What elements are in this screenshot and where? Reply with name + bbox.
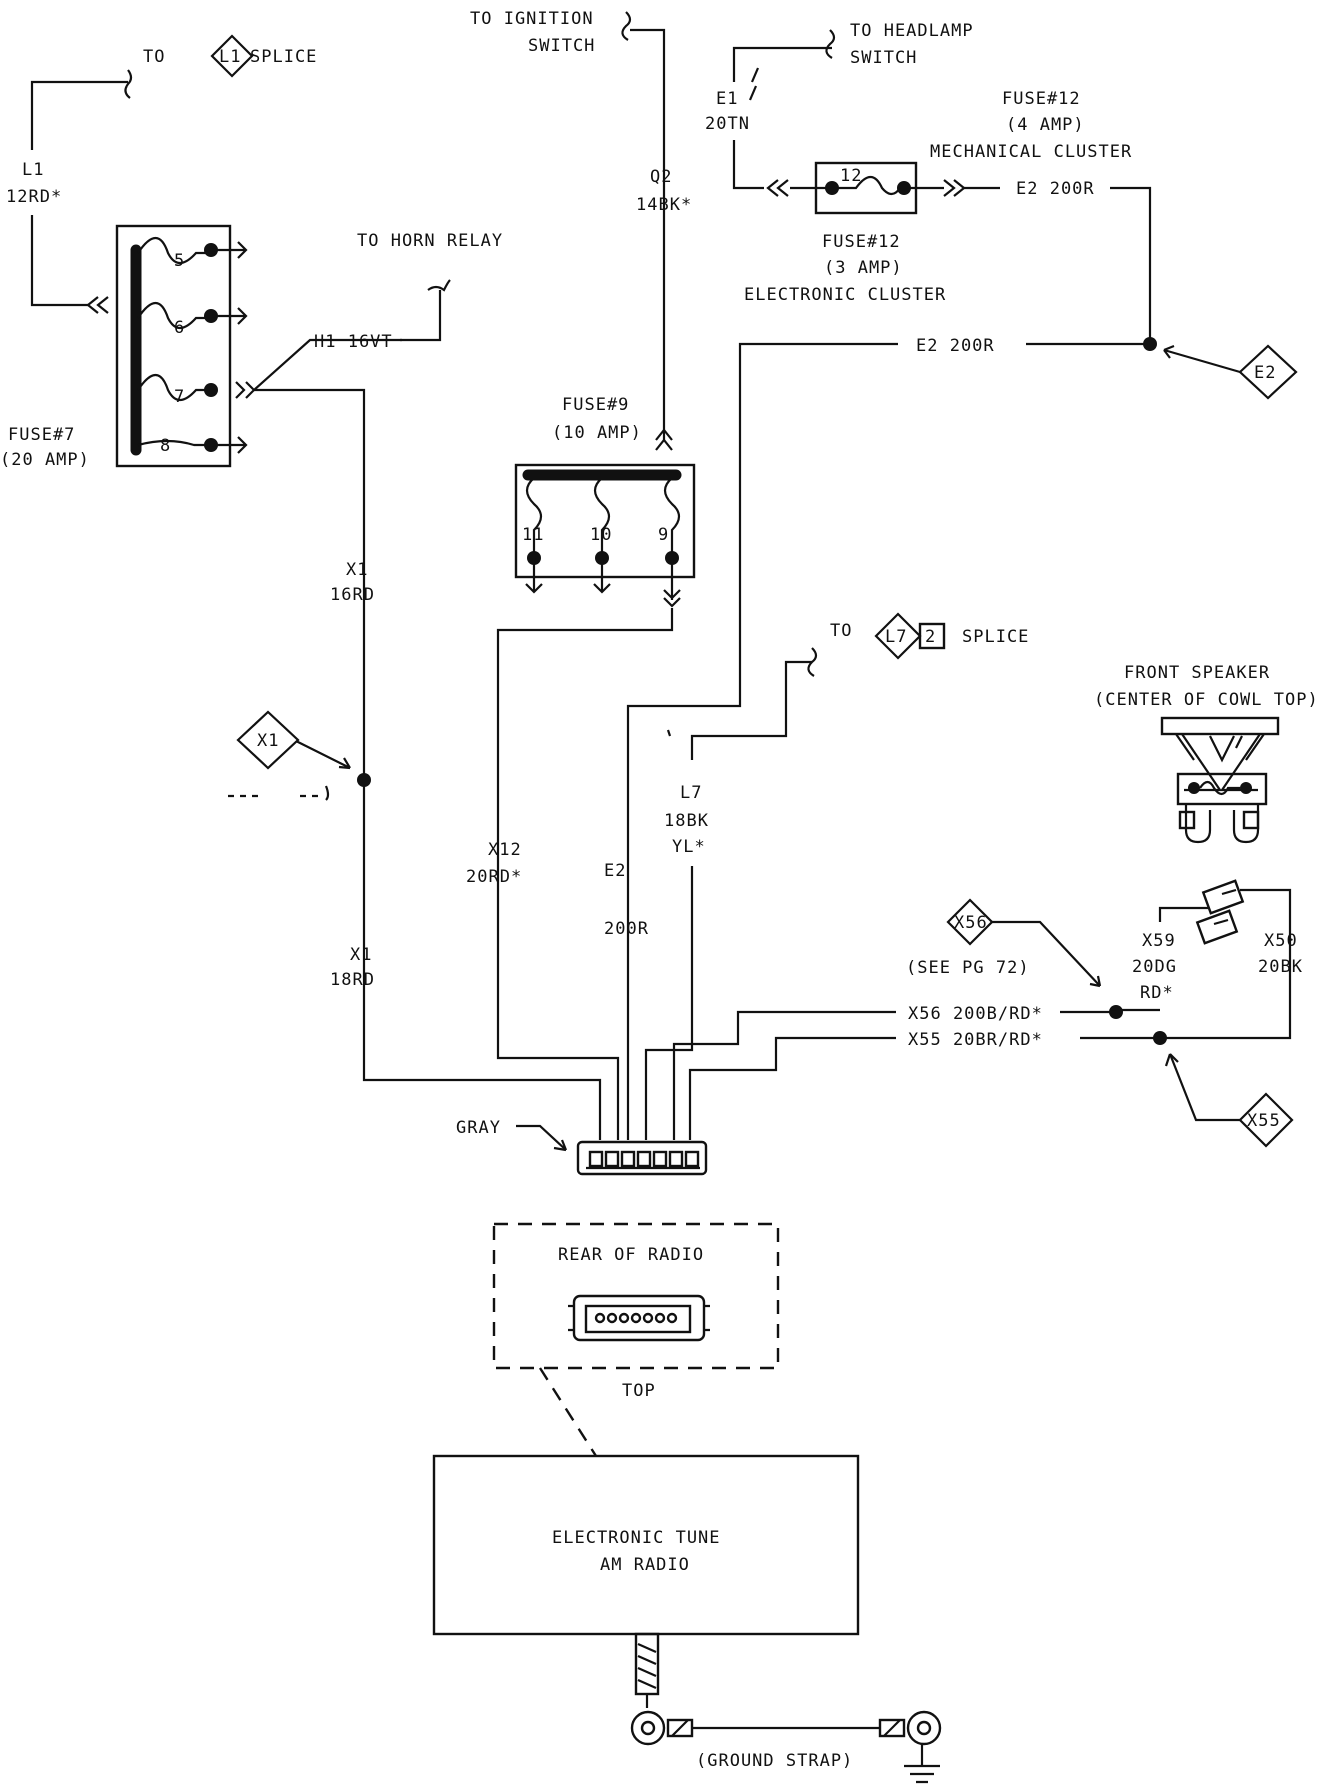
to-l1-splice-callout: TO L1 SPLICE: [30, 34, 317, 150]
fuse-9-cavity-11: 11: [522, 525, 544, 545]
e2-wire: E2 200R E2 E2 200R: [604, 336, 1298, 1140]
see-page-reference: (SEE PG 72): [906, 958, 1030, 978]
x1-splice-dot: [357, 773, 371, 787]
am-radio: ELECTRONIC TUNE AM RADIO: [432, 1454, 860, 1636]
front-speaker-location: (CENTER OF COWL TOP): [1094, 690, 1319, 710]
headlamp-switch-callout: TO HEADLAMP SWITCH E1 20TN: [705, 21, 974, 197]
x12-wire-id: X12: [488, 840, 522, 860]
x56-diamond-label: X56: [954, 913, 988, 933]
x1-lower-color: 18RD: [330, 970, 375, 990]
x55-wire-label: X55 20BR/RD*: [908, 1030, 1043, 1050]
fuse-7-box: [115, 224, 232, 468]
h1-horn-relay-wire: TO HORN RELAY H1 16VT: [253, 231, 503, 391]
x50-wire-color: 20BK: [1258, 957, 1303, 977]
x1-upper-color: 16RD: [330, 585, 375, 605]
ground-strap: (GROUND STRAP): [630, 1632, 942, 1784]
fuse-12-inline: FUSE#12 (4 AMP) MECHANICAL CLUSTER 12 E2…: [744, 89, 1152, 344]
fuse-7-cavity-6: 6: [174, 318, 185, 338]
to-headlamp-label: TO HEADLAMP: [850, 21, 974, 41]
to-horn-relay-label: TO HORN RELAY: [357, 231, 503, 251]
fuse-12-mech-rating: (4 AMP): [1006, 115, 1085, 135]
e2-wire-top-label: E2 200R: [1016, 179, 1095, 199]
to-l7-label: TO: [830, 621, 852, 641]
fuse-9-cavity-10: 10: [590, 525, 612, 545]
gray-connector: GRAY: [456, 1118, 708, 1176]
rear-of-radio-view: REAR OF RADIO TOP: [492, 1222, 780, 1457]
x1-splice-diamond[interactable]: [236, 710, 300, 770]
e1-wire-id: E1: [716, 89, 738, 109]
l7-diamond-label: L7: [885, 627, 907, 647]
front-speaker: FRONT SPEAKER (CENTER OF COWL TOP): [1094, 663, 1319, 844]
x55-splice-diamond[interactable]: [1238, 1092, 1294, 1148]
x12-wire: X12 20RD*: [466, 608, 674, 1140]
rear-of-radio-label: REAR OF RADIO: [558, 1245, 704, 1265]
radio-title: ELECTRONIC TUNE: [552, 1528, 721, 1548]
q2-wire-color: 14BK*: [636, 195, 692, 215]
speaker-leads: X59 20DG RD* X50 20BK: [1112, 879, 1303, 1040]
ground-strap-label: (GROUND STRAP): [696, 1751, 853, 1771]
h1-wire-label: H1 16VT: [314, 332, 393, 352]
l7-splice-callout: TO L7 2 SPLICE L7 18BK YL*: [644, 612, 1029, 1140]
fuse-7-cavity-7: 7: [174, 387, 185, 407]
fuse-12-cavity-12: 12: [840, 166, 862, 186]
fuse-9-title: FUSE#9: [562, 395, 629, 415]
l7-wire-stripe: YL*: [672, 837, 706, 857]
l1-wire-color: 12RD*: [6, 187, 62, 207]
fuse-12-elec-label: ELECTRONIC CLUSTER: [744, 285, 946, 305]
to-label: TO: [143, 47, 165, 67]
x1-upper-id: X1: [346, 560, 368, 580]
x50-wire-id: X50: [1264, 931, 1298, 951]
top-label: TOP: [622, 1381, 656, 1401]
fuse-9-block: FUSE#9 (10 AMP) 11 10 9: [514, 395, 696, 608]
x55-diamond-label: X55: [1247, 1111, 1281, 1131]
fuse-7-rating: (20 AMP): [0, 450, 90, 470]
x59-wire-stripe: RD*: [1140, 983, 1174, 1003]
ignition-switch-label: SWITCH: [528, 36, 595, 56]
front-speaker-title: FRONT SPEAKER: [1124, 663, 1270, 683]
fuse-9-rating: (10 AMP): [552, 423, 642, 443]
gray-connector-body: [576, 1140, 708, 1176]
e2-lower-id: E2: [604, 861, 626, 881]
to-ignition-label: TO IGNITION: [470, 9, 594, 29]
q2-wire-id: Q2: [650, 167, 672, 187]
x56-wire-label: X56 200B/RD*: [908, 1004, 1043, 1024]
e2-diamond-label: E2: [1254, 363, 1276, 383]
e1-wire-color: 20TN: [705, 114, 750, 134]
l1-wire: L1 12RD*: [6, 160, 109, 314]
x56-x55-wires: X56 (SEE PG 72) X56 200B/RD* X55 20BR/RD…: [672, 898, 1294, 1148]
l7-connector-number: 2: [925, 627, 936, 647]
l7-wire-id: L7: [680, 783, 702, 803]
fuse-7-cavity-5: 5: [174, 251, 185, 271]
x12-wire-color: 20RD*: [466, 867, 522, 887]
fuse-12-elec-rating: (3 AMP): [824, 258, 903, 278]
ignition-switch-callout: TO IGNITION SWITCH Q2 14BK*: [470, 9, 692, 451]
l1-diamond-label: L1: [219, 47, 241, 67]
fuse-7-block: 5 6 7 8 FUSE#7 (20 AMP): [0, 224, 256, 470]
l7-wire-color: 18BK: [664, 811, 709, 831]
fuse-12-mech-label: MECHANICAL CLUSTER: [930, 142, 1132, 162]
splice-label: SPLICE: [250, 47, 317, 67]
fuse-12-elec-title: FUSE#12: [822, 232, 901, 252]
l1-splice-diamond[interactable]: [210, 34, 254, 78]
headlamp-switch-label: SWITCH: [850, 48, 917, 68]
e2-splice-diamond[interactable]: [1238, 344, 1298, 400]
fuse-9-box: [514, 463, 696, 579]
x1-lower-id: X1: [350, 945, 372, 965]
x1-diamond-label: X1: [257, 731, 279, 751]
x59-wire-color: 20DG: [1132, 957, 1177, 977]
fuse-7-title: FUSE#7: [8, 425, 75, 445]
fuse-7-cavity-8: 8: [160, 436, 171, 456]
e2-wire-mid-label: E2 200R: [916, 336, 995, 356]
l7-splice-label: SPLICE: [962, 627, 1029, 647]
l1-wire-id: L1: [22, 160, 44, 180]
radio-type: AM RADIO: [600, 1555, 690, 1575]
x1-wire: X1 16RD X1 18RD X1: [228, 388, 602, 1140]
fuse-12-mech-title: FUSE#12: [1002, 89, 1081, 109]
e2-lower-color: 200R: [604, 919, 649, 939]
gray-connector-label: GRAY: [456, 1118, 501, 1138]
fuse-9-cavity-9: 9: [658, 525, 669, 545]
x59-wire-id: X59: [1142, 931, 1176, 951]
